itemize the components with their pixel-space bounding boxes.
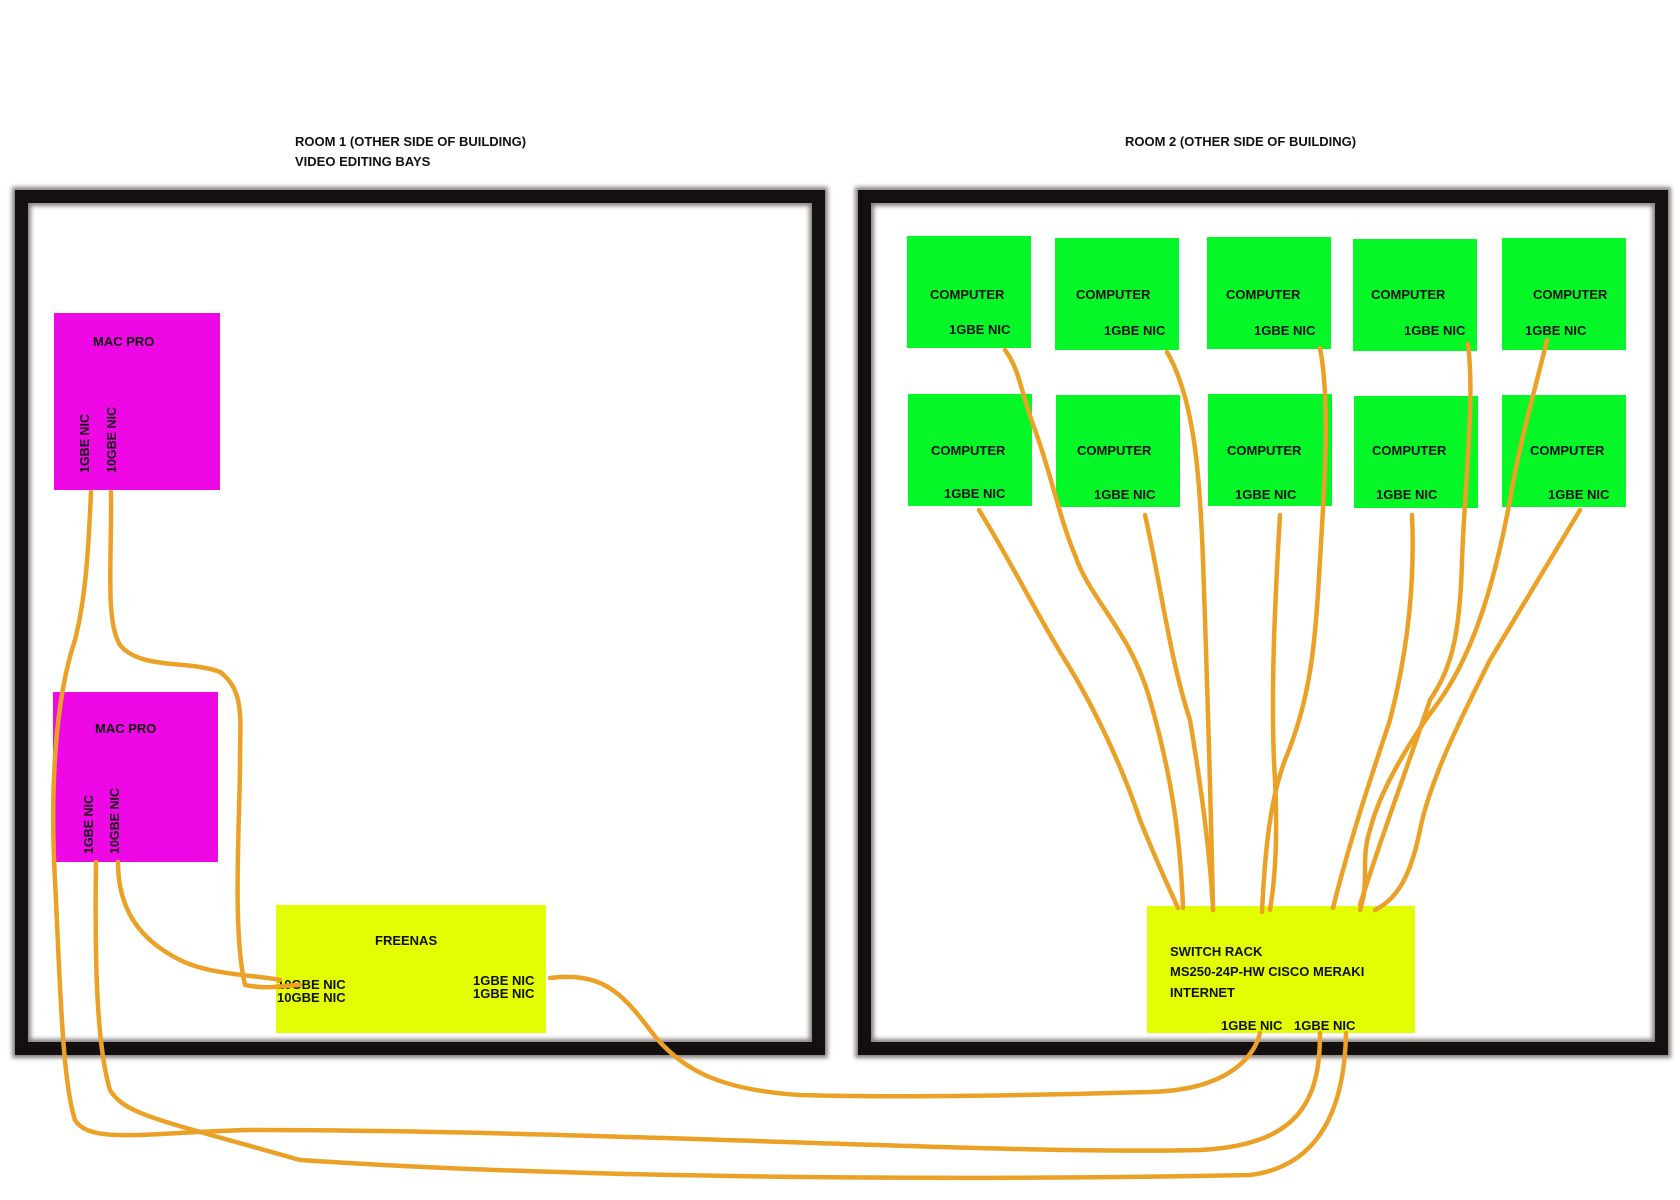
computer-label: COMPUTER xyxy=(1372,443,1447,458)
mac-pro-1-nic-10g: 10GBE NIC xyxy=(105,407,119,473)
mac-pro-2-nic-1g: 1GBE NIC xyxy=(82,794,96,854)
mac-pro-1-nic-1g: 1GBE NIC xyxy=(78,413,92,473)
switch-rack: SWITCH RACK MS250-24P-HW CISCO MERAKI IN… xyxy=(1147,906,1415,1033)
mac-pro-1-label: MAC PRO xyxy=(93,334,155,349)
room2-title: ROOM 2 (OTHER SIDE OF BUILDING) xyxy=(1125,134,1357,149)
computer-label: COMPUTER xyxy=(931,443,1006,458)
computer-5: COMPUTER 1GBE NIC xyxy=(1502,238,1626,350)
computer-label: COMPUTER xyxy=(1530,443,1605,458)
computer-nic: 1GBE NIC xyxy=(1104,323,1166,338)
computer-label: COMPUTER xyxy=(1226,287,1301,302)
computer-7: COMPUTER 1GBE NIC xyxy=(1056,395,1180,507)
switch-nic-b: 1GBE NIC xyxy=(1294,1018,1356,1033)
freenas-nic-10g-b: 10GBE NIC xyxy=(277,990,346,1005)
computer-label: COMPUTER xyxy=(1533,287,1608,302)
computer-4: COMPUTER 1GBE NIC xyxy=(1353,239,1477,351)
freenas-nic-1g-b: 1GBE NIC xyxy=(473,986,535,1001)
computer-2: COMPUTER 1GBE NIC xyxy=(1055,238,1179,350)
switch-label: SWITCH RACK xyxy=(1170,944,1263,959)
freenas-server: FREENAS 10GBE NIC 10GBE NIC 1GBE NIC 1GB… xyxy=(276,905,546,1033)
computer-nic: 1GBE NIC xyxy=(1235,487,1297,502)
computer-nic: 1GBE NIC xyxy=(944,486,1006,501)
freenas-label: FREENAS xyxy=(375,933,438,948)
computer-nic: 1GBE NIC xyxy=(1094,487,1156,502)
computer-3: COMPUTER 1GBE NIC xyxy=(1207,237,1331,349)
mac-pro-1: MAC PRO 1GBE NIC 10GBE NIC xyxy=(54,313,220,490)
computer-label: COMPUTER xyxy=(1371,287,1446,302)
computer-nic: 1GBE NIC xyxy=(949,322,1011,337)
computer-nic: 1GBE NIC xyxy=(1254,323,1316,338)
computer-nic: 1GBE NIC xyxy=(1376,487,1438,502)
computer-label: COMPUTER xyxy=(1076,287,1151,302)
computer-label: COMPUTER xyxy=(1077,443,1152,458)
computer-10: COMPUTER 1GBE NIC xyxy=(1502,395,1626,507)
computer-1: COMPUTER 1GBE NIC xyxy=(907,236,1031,348)
mac-pro-2: MAC PRO 1GBE NIC 10GBE NIC xyxy=(53,692,218,862)
computer-8: COMPUTER 1GBE NIC xyxy=(1208,394,1332,506)
switch-internet: INTERNET xyxy=(1170,985,1235,1000)
room1-subtitle: VIDEO EDITING BAYS xyxy=(295,154,431,169)
switch-model: MS250-24P-HW CISCO MERAKI xyxy=(1170,964,1365,979)
computer-9: COMPUTER 1GBE NIC xyxy=(1354,396,1478,508)
mac-pro-2-nic-10g: 10GBE NIC xyxy=(108,788,122,854)
computer-label: COMPUTER xyxy=(1227,443,1302,458)
computer-6: COMPUTER 1GBE NIC xyxy=(908,394,1032,506)
computer-nic: 1GBE NIC xyxy=(1525,323,1587,338)
computer-nic: 1GBE NIC xyxy=(1548,487,1610,502)
computer-label: COMPUTER xyxy=(930,287,1005,302)
switch-nic-a: 1GBE NIC xyxy=(1221,1018,1283,1033)
mac-pro-2-label: MAC PRO xyxy=(95,721,157,736)
computer-nic: 1GBE NIC xyxy=(1404,323,1466,338)
room1-title: ROOM 1 (OTHER SIDE OF BUILDING) xyxy=(295,134,527,149)
